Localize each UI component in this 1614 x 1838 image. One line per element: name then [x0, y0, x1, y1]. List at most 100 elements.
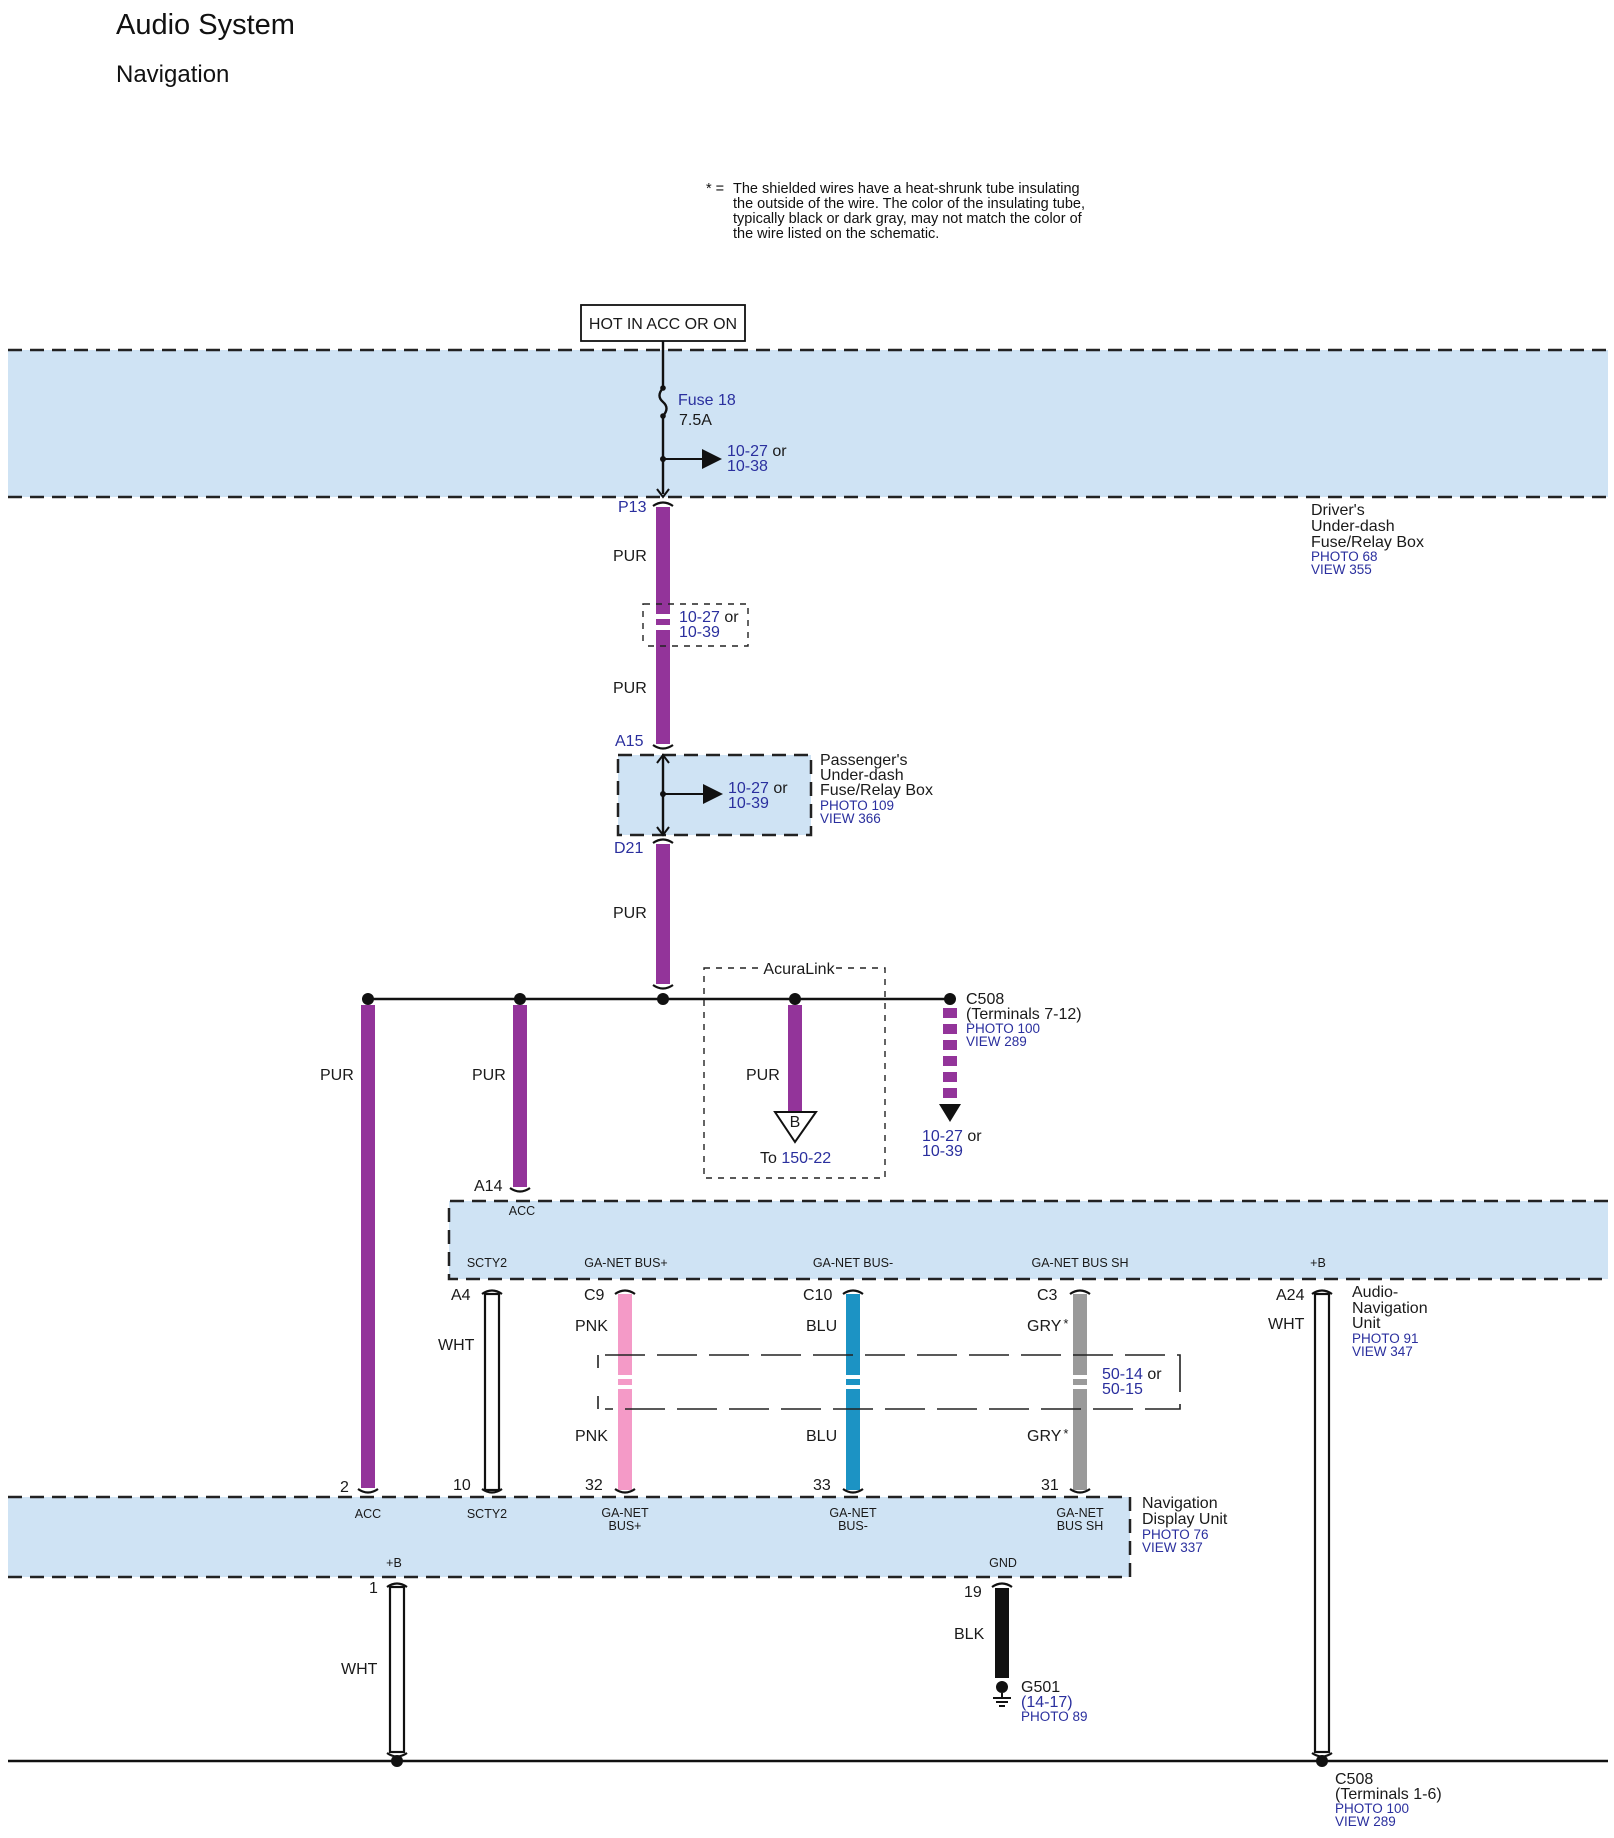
ref-link[interactable]: 150-22	[781, 1150, 831, 1167]
wire-color-blu: BLU	[806, 1428, 837, 1445]
view-link[interactable]: VIEW 355	[1311, 562, 1372, 577]
connector-arrow-up	[656, 753, 670, 764]
wire-color-pur: PUR	[613, 905, 647, 922]
wire-color-pur: PUR	[746, 1067, 780, 1084]
ref-link[interactable]: 10-27	[922, 1128, 963, 1145]
navigation-display-unit-zone	[8, 1495, 1132, 1579]
ref-10-27-or-10-38: 10-27 or	[727, 443, 787, 460]
power-source-label: HOT IN ACC OR ON	[589, 316, 737, 333]
component-name: Unit	[1352, 1315, 1381, 1332]
pin-number-33: 33	[813, 1477, 831, 1494]
terminal-ga-net-bus-plus: GA-NET	[601, 1506, 649, 1520]
terminal-ga-net-bus-sh: GA-NET	[1056, 1506, 1104, 1520]
ref-link[interactable]: 10-39	[728, 795, 769, 812]
pin-label-a4: A4	[451, 1287, 471, 1304]
power-source-box: HOT IN ACC OR ON	[580, 304, 746, 342]
wire-blu-bus-minus	[846, 1294, 860, 1490]
ref-link[interactable]: 10-39	[679, 624, 720, 641]
arrow-down-filled	[939, 1104, 961, 1122]
component-name: Navigation	[1352, 1300, 1428, 1317]
connector-cap	[481, 1488, 503, 1494]
connector-cap	[1311, 1752, 1333, 1758]
ref-10-27-or-10-39: 10-27 or	[728, 780, 788, 797]
pin-label-a24: A24	[1276, 1287, 1305, 1304]
inline-connector-box	[597, 1354, 1181, 1410]
view-link[interactable]: VIEW 337	[1142, 1540, 1203, 1555]
connector-name: C508	[966, 991, 1004, 1008]
terminal-ga-net-bus-plus: GA-NET BUS+	[584, 1256, 667, 1270]
wire-color-pur: PUR	[320, 1067, 354, 1084]
ref-link[interactable]: 50-14	[1102, 1366, 1143, 1383]
photo-link[interactable]: PHOTO 76	[1142, 1527, 1209, 1542]
pin-number-19: 19	[964, 1584, 982, 1601]
pin-label-c9: C9	[584, 1287, 605, 1304]
component-name: Driver's	[1311, 502, 1365, 519]
photo-link[interactable]: PHOTO 100	[1335, 1801, 1409, 1816]
ref-link[interactable]: (14-17)	[1021, 1694, 1073, 1711]
pin-label-d21: D21	[614, 840, 643, 857]
photo-link[interactable]: PHOTO 89	[1021, 1709, 1088, 1724]
terminal-plus-b: +B	[386, 1556, 402, 1570]
splice-dot	[1316, 1755, 1328, 1767]
view-link[interactable]: VIEW 366	[820, 811, 881, 826]
wire-color-pur: PUR	[613, 680, 647, 697]
connector-cap	[842, 1488, 864, 1494]
connector-terminals: (Terminals 7-12)	[966, 1006, 1082, 1023]
connector-cap	[614, 1289, 636, 1295]
wire-color-text: GRY	[1027, 1428, 1062, 1445]
view-link[interactable]: VIEW 289	[1335, 1814, 1396, 1829]
wire-color-pnk: PNK	[575, 1428, 608, 1445]
component-name: Fuse/Relay Box	[820, 782, 933, 799]
photo-link[interactable]: PHOTO 109	[820, 798, 894, 813]
photo-link[interactable]: PHOTO 100	[966, 1021, 1040, 1036]
ref-link[interactable]: 10-38	[727, 458, 768, 475]
pin-number-32: 32	[585, 1477, 603, 1494]
ref-link[interactable]: 10-27	[727, 443, 768, 460]
connector-cap	[652, 984, 674, 990]
shielded-wire-note: * = The shielded wires have a heat-shrun…	[706, 181, 1085, 242]
photo-link[interactable]: PHOTO 91	[1352, 1331, 1419, 1346]
pin-label-p13: P13	[618, 499, 647, 516]
ref-link[interactable]: 10-39	[922, 1143, 963, 1160]
wire-pur-c508-dashed	[943, 1008, 957, 1098]
splice-dot	[391, 1755, 403, 1767]
terminal-scty2: SCTY2	[467, 1256, 507, 1270]
terminal-ga-net-bus-plus: BUS+	[608, 1519, 641, 1533]
photo-link[interactable]: PHOTO 68	[1311, 549, 1378, 564]
terminal-acc: ACC	[355, 1507, 381, 1521]
drivers-box-label: Driver's Under-dash Fuse/Relay Box PHOTO…	[1311, 502, 1424, 577]
shielded-marker: *	[1063, 1426, 1068, 1441]
pin-number-31: 31	[1041, 1477, 1059, 1494]
connector-cap	[386, 1752, 408, 1758]
note-line: typically black or dark gray, may not ma…	[733, 211, 1083, 227]
fuse-rating: 7.5A	[679, 412, 712, 429]
terminal-ga-net-bus-sh: BUS SH	[1057, 1519, 1104, 1533]
ref-link[interactable]: 10-27	[728, 780, 769, 797]
connector-cap	[357, 1488, 379, 1494]
note-line: The shielded wires have a heat-shrunk tu…	[733, 181, 1080, 197]
connector-cap	[652, 501, 674, 507]
note-marker: * =	[706, 181, 724, 197]
ref-50-14-or-50-15: 50-14 or	[1102, 1366, 1162, 1383]
passengers-box-label: Passenger's Under-dash Fuse/Relay Box PH…	[820, 752, 933, 826]
pin-number-10: 10	[453, 1477, 471, 1494]
ref-or: or	[720, 609, 739, 626]
ref-or: or	[1143, 1366, 1162, 1383]
wire-color-gry: GRY*	[1027, 1426, 1068, 1445]
page-title: Audio System	[116, 9, 295, 41]
wire-color-text: GRY	[1027, 1318, 1062, 1335]
wire-color-gry: GRY*	[1027, 1316, 1068, 1335]
ref-or: or	[769, 780, 788, 797]
c508-bottom-label: C508 (Terminals 1-6) PHOTO 100 VIEW 289	[1335, 1771, 1442, 1829]
connector-cap	[1311, 1289, 1333, 1295]
view-link[interactable]: VIEW 347	[1352, 1344, 1413, 1359]
ref-link[interactable]: 50-15	[1102, 1381, 1143, 1398]
wire-pur-d21-splice	[656, 844, 670, 984]
splice-dot	[789, 993, 801, 1005]
ref-link[interactable]: 10-27	[679, 609, 720, 626]
note-line: the wire listed on the schematic.	[733, 226, 939, 242]
wire-color-pnk: PNK	[575, 1318, 608, 1335]
view-link[interactable]: VIEW 289	[966, 1034, 1027, 1049]
fuse-label[interactable]: Fuse 18	[678, 392, 736, 409]
